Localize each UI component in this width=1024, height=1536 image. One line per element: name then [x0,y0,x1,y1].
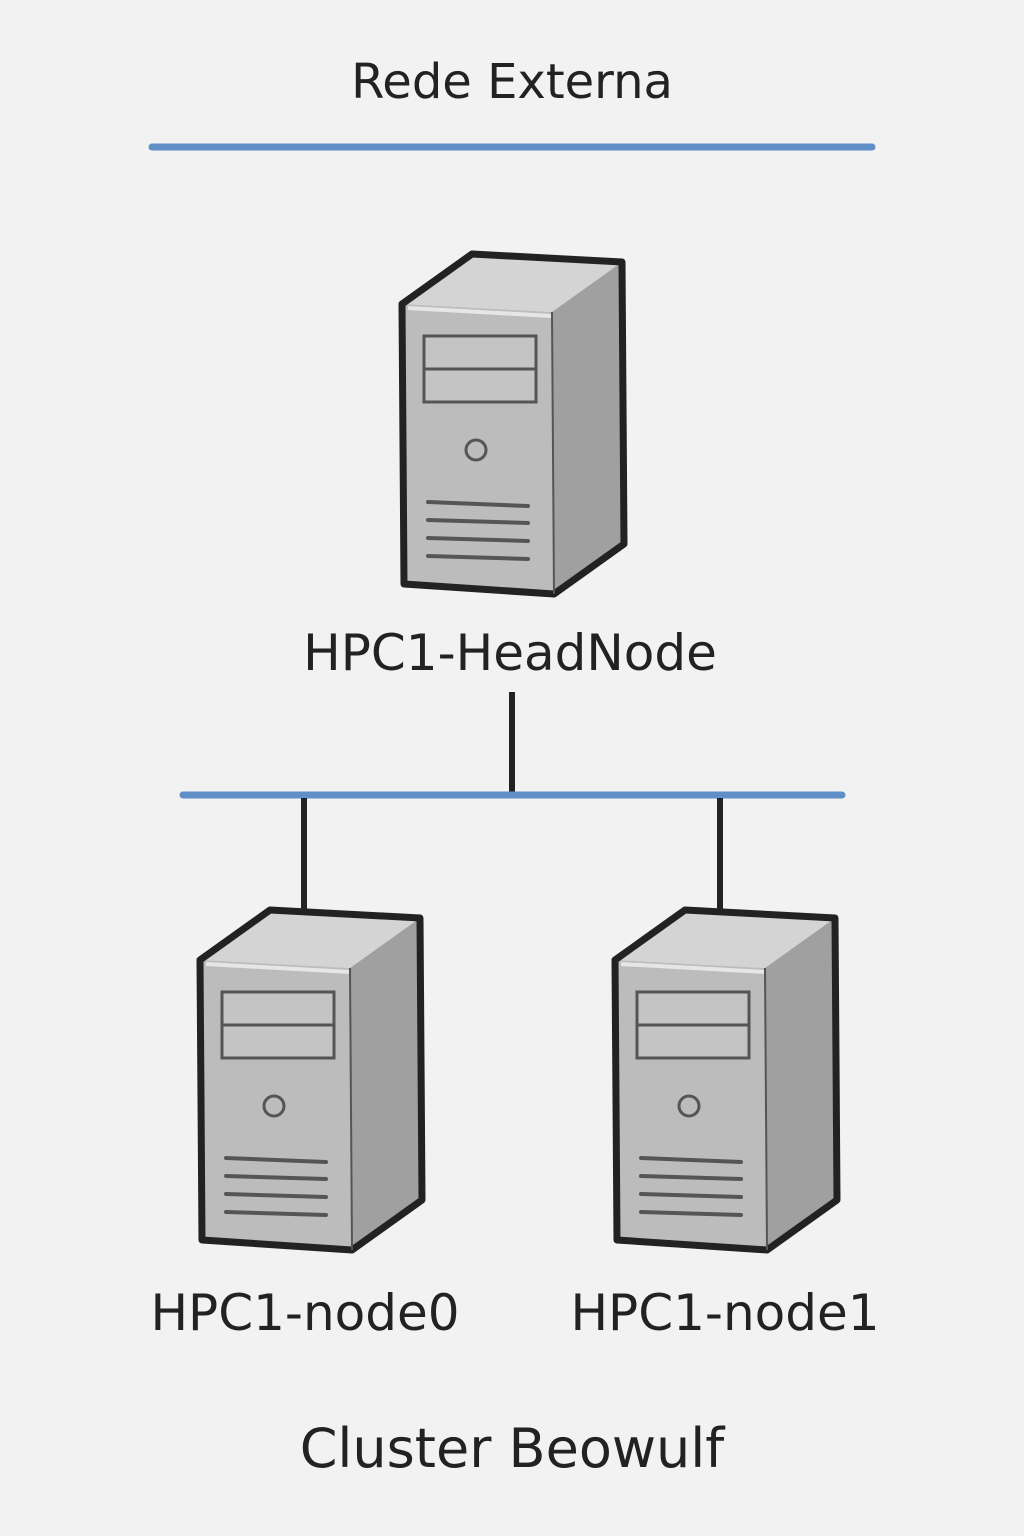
node1-server-icon [615,910,837,1250]
node1-label: HPC1-node1 [570,1284,880,1342]
node0-label: HPC1-node0 [150,1284,460,1342]
node0-server-icon [200,910,422,1250]
cluster-label: Cluster Beowulf [299,1417,725,1480]
head-node-label: HPC1-HeadNode [303,624,717,682]
external-network-label: Rede Externa [351,54,673,110]
head-node-server-icon [402,254,624,594]
